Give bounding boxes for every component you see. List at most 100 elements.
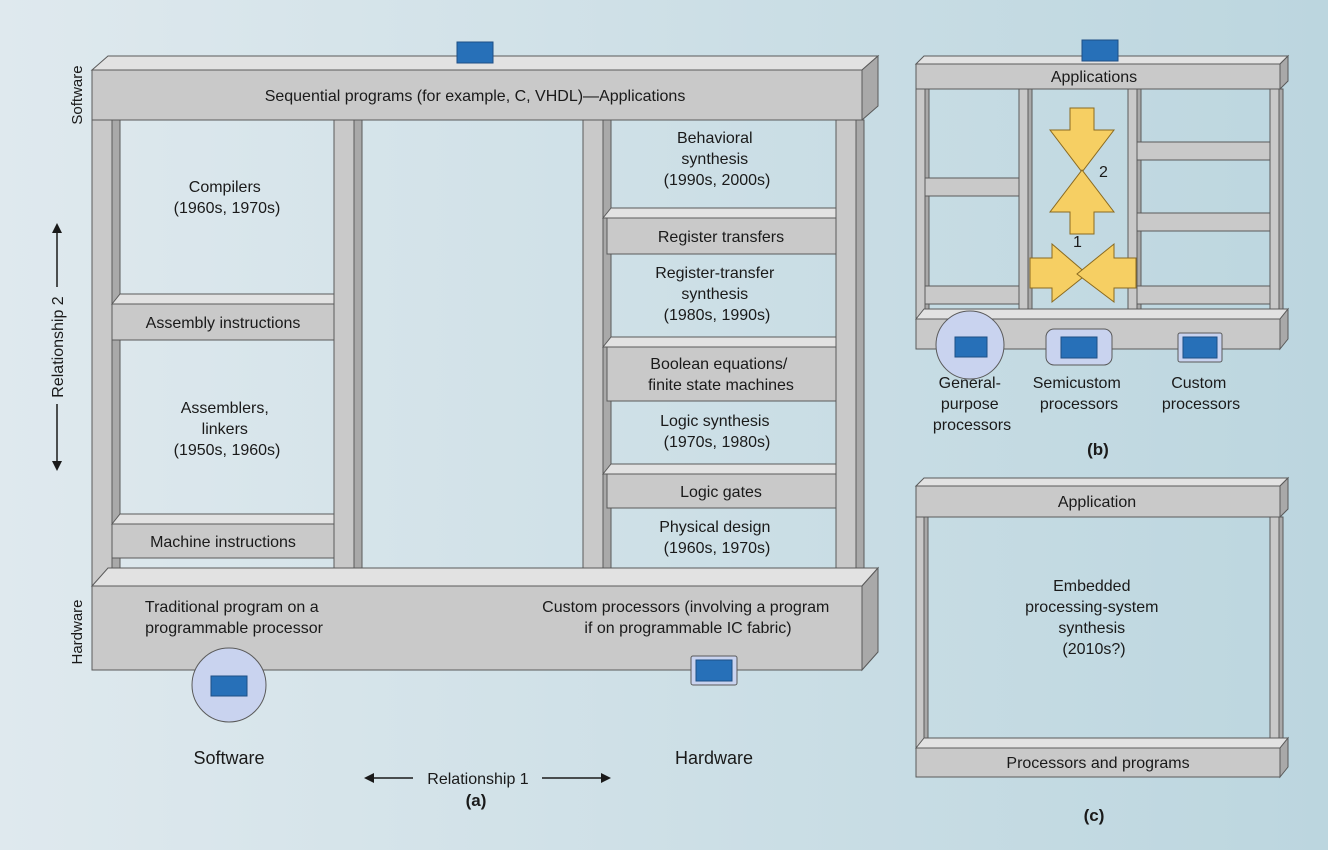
panel-b-shelf-right-1 bbox=[1136, 141, 1271, 161]
panel-b-shelf-right-3 bbox=[1136, 285, 1271, 305]
embedded-line-1: Embedded bbox=[1053, 578, 1130, 595]
general-purpose-processors-label: General- purpose processors bbox=[933, 375, 1011, 434]
logic-synthesis-line-1: Logic synthesis bbox=[660, 413, 769, 430]
sc-line-2: processors bbox=[1040, 396, 1118, 413]
relationship-2-arrows-b bbox=[1048, 107, 1116, 235]
assemblers-line-3: (1950s, 1960s) bbox=[174, 442, 281, 459]
panel-a: Sequential programs (for example, C, VHD… bbox=[50, 41, 880, 810]
panel-b: Applications 2 bbox=[914, 39, 1290, 459]
sc-line-1: Semicustom bbox=[1033, 375, 1121, 392]
panel-b-column-4 bbox=[1269, 88, 1284, 320]
boolean-equations-label: Boolean equations/ finite state machines bbox=[648, 356, 794, 394]
gp-line-2: purpose bbox=[941, 396, 999, 413]
hardware-processor-icon bbox=[690, 655, 738, 686]
panel-c-caption: (c) bbox=[1084, 806, 1105, 825]
panel-c-top-label: Application bbox=[1058, 494, 1136, 511]
cp-line-2: processors bbox=[1162, 396, 1240, 413]
relationship-1-arrow bbox=[364, 773, 611, 783]
relationship-2-arrow bbox=[52, 223, 62, 471]
general-purpose-processor-icon bbox=[935, 310, 1005, 380]
physical-design-line-1: Physical design bbox=[659, 519, 770, 536]
behavioral-line-2: synthesis bbox=[681, 151, 748, 168]
hardware-side-label: Hardware bbox=[69, 599, 86, 664]
assembly-instructions-shelf bbox=[110, 293, 335, 341]
rt-synthesis-line-3: (1980s, 1990s) bbox=[664, 307, 771, 324]
assemblers-label: Assemblers, linkers (1950s, 1960s) bbox=[174, 400, 281, 459]
logic-synthesis-line-2: (1970s, 1980s) bbox=[664, 434, 771, 451]
panel-b-shelf-left-2 bbox=[924, 285, 1020, 305]
boolean-equations-line-2: finite state machines bbox=[648, 377, 794, 394]
relationship-1-label: Relationship 1 bbox=[427, 771, 529, 788]
panel-c-bottom-beam bbox=[914, 736, 1290, 779]
compilers-label: Compilers (1960s, 1970s) bbox=[174, 179, 281, 217]
custom-processors-label: Custom processors (involving a program i… bbox=[542, 599, 834, 637]
rt-synthesis-line-1: Register-transfer bbox=[655, 265, 775, 282]
panel-b-caption: (b) bbox=[1087, 440, 1109, 459]
panel-c-column-left bbox=[915, 516, 929, 748]
assembly-instructions-label: Assembly instructions bbox=[146, 315, 301, 332]
compilers-line-1: Compilers bbox=[189, 179, 261, 196]
panel-b-shelf-left-1 bbox=[924, 177, 1020, 197]
panel-c-column-right bbox=[1269, 516, 1284, 748]
boolean-equations-line-1: Boolean equations/ bbox=[650, 356, 788, 373]
logic-gates-shelf bbox=[601, 463, 837, 509]
panel-b-top-chip bbox=[1081, 39, 1119, 62]
behavioral-line-1: Behavioral bbox=[677, 130, 753, 147]
custom-processors-line-2: if on programmable IC fabric) bbox=[584, 620, 791, 637]
embedded-line-2: processing-system bbox=[1025, 599, 1158, 616]
software-bottom-label: Software bbox=[193, 748, 264, 768]
arrow-1-label: 1 bbox=[1073, 234, 1082, 251]
semicustom-processors-label: Semicustom processors bbox=[1033, 375, 1125, 413]
machine-instructions-shelf bbox=[110, 513, 335, 559]
panel-a-top-beam-label: Sequential programs (for example, C, VHD… bbox=[265, 88, 686, 105]
embedded-line-3: synthesis bbox=[1058, 620, 1125, 637]
embedded-synthesis-label: Embedded processing-system synthesis (20… bbox=[1025, 578, 1163, 658]
machine-instructions-label: Machine instructions bbox=[150, 534, 296, 551]
assemblers-line-1: Assemblers, bbox=[181, 400, 269, 417]
arrow-2-label: 2 bbox=[1099, 164, 1108, 181]
relationship-1-arrows-b bbox=[1029, 242, 1137, 304]
register-transfers-label: Register transfers bbox=[658, 229, 784, 246]
panel-b-top-label: Applications bbox=[1051, 69, 1137, 86]
panel-a-column-1 bbox=[91, 119, 121, 587]
custom-processors-b-label: Custom processors bbox=[1162, 375, 1240, 413]
panel-b-top-beam bbox=[914, 54, 1290, 91]
software-side-label: Software bbox=[69, 65, 86, 124]
register-transfers-shelf bbox=[601, 207, 837, 255]
custom-processor-icon bbox=[1177, 332, 1223, 363]
gp-line-1: General- bbox=[939, 375, 1001, 392]
panel-c-top-beam bbox=[914, 476, 1290, 519]
logic-gates-label: Logic gates bbox=[680, 484, 762, 501]
semicustom-processor-icon bbox=[1045, 328, 1113, 366]
cp-line-1: Custom bbox=[1171, 375, 1226, 392]
custom-processors-line-1: Custom processors (involving a program bbox=[542, 599, 829, 616]
panel-a-caption: (a) bbox=[466, 791, 487, 810]
behavioral-synthesis-label: Behavioral synthesis (1990s, 2000s) bbox=[664, 130, 771, 189]
traditional-program-label: Traditional program on a programmable pr… bbox=[145, 599, 324, 637]
panel-a-top-chip bbox=[456, 41, 494, 64]
assemblers-line-2: linkers bbox=[202, 421, 248, 438]
panel-a-column-2 bbox=[333, 119, 363, 587]
compilers-line-2: (1960s, 1970s) bbox=[174, 200, 281, 217]
embedded-line-4: (2010s?) bbox=[1062, 641, 1125, 658]
panel-a-column-4 bbox=[835, 119, 865, 587]
relationship-2-label: Relationship 2 bbox=[50, 296, 67, 398]
behavioral-line-3: (1990s, 2000s) bbox=[664, 172, 771, 189]
physical-design-line-2: (1960s, 1970s) bbox=[664, 540, 771, 557]
logic-synthesis-label: Logic synthesis (1970s, 1980s) bbox=[660, 413, 774, 451]
panel-c-bottom-label: Processors and programs bbox=[1006, 755, 1189, 772]
panel-b-shelf-right-2 bbox=[1136, 212, 1271, 232]
rt-synthesis-label: Register-transfer synthesis (1980s, 1990… bbox=[655, 265, 779, 324]
physical-design-label: Physical design (1960s, 1970s) bbox=[659, 519, 775, 557]
traditional-program-line-2: programmable processor bbox=[145, 620, 324, 637]
software-processor-icon bbox=[191, 647, 267, 723]
panel-b-column-1 bbox=[915, 88, 930, 320]
panel-c: Application Embedded processing-system s… bbox=[914, 476, 1290, 825]
gp-line-3: processors bbox=[933, 417, 1011, 434]
boolean-equations-shelf bbox=[601, 336, 837, 402]
hardware-bottom-label: Hardware bbox=[675, 748, 753, 768]
traditional-program-line-1: Traditional program on a bbox=[145, 599, 319, 616]
rt-synthesis-line-2: synthesis bbox=[681, 286, 748, 303]
